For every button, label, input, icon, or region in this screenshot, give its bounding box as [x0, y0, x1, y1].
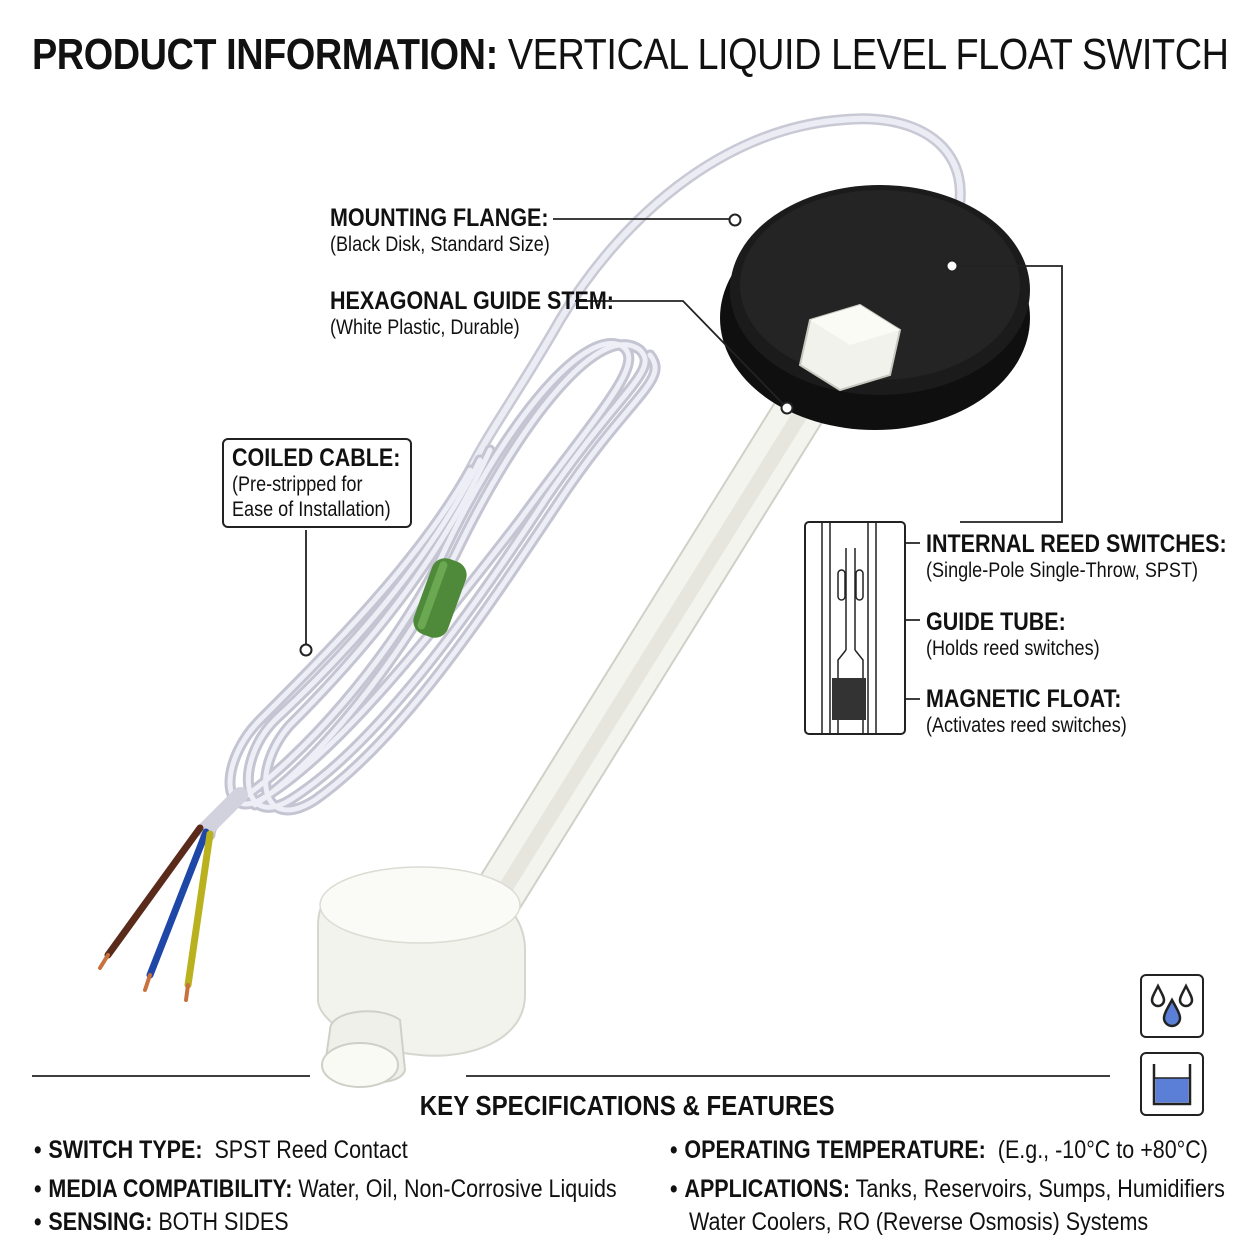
spec-value: Water, Oil, Non-Corrosive Liquids [298, 1175, 617, 1203]
cable-sheath [197, 787, 248, 838]
cable-tie-band [413, 558, 467, 638]
cable-heading: COILED CABLE: [232, 444, 401, 472]
spec-value: BOTH SIDES [158, 1208, 289, 1236]
stem-heading: HEXAGONAL GUIDE STEM: [330, 287, 614, 315]
tank-level-icon [1140, 1052, 1204, 1116]
tube-sub: (Holds reed switches) [926, 637, 1100, 660]
spec-key: SWITCH TYPE: [48, 1136, 203, 1164]
spec-applications: •APPLICATIONS: Tanks, Reservoirs, Sumps,… [670, 1175, 1225, 1203]
stem-sub: (White Plastic, Durable) [330, 316, 520, 339]
mounting-flange [720, 185, 1030, 430]
page-title: PRODUCT INFORMATION: VERTICAL LIQUID LEV… [32, 30, 1254, 80]
specs-title: KEY SPECIFICATIONS & FEATURES [419, 1090, 835, 1121]
internal-diagram [804, 521, 906, 735]
spec-value: (E.g., -10°C to +80°C) [997, 1136, 1208, 1164]
spec-switch-type: •SWITCH TYPE: SPST Reed Contact [34, 1136, 408, 1164]
callout-coiled-cable: COILED CABLE: (Pre-stripped for Ease of … [222, 438, 412, 528]
spec-media: •MEDIA COMPATIBILITY: Water, Oil, Non-Co… [34, 1175, 617, 1203]
water-drops-icon [1140, 974, 1204, 1038]
title-rest: VERTICAL LIQUID LEVEL FLOAT SWITCH [507, 30, 1229, 79]
spec-value: Water Coolers, RO (Reverse Osmosis) Syst… [689, 1208, 1149, 1236]
reed-sub: (Single-Pole Single-Throw, SPST) [926, 559, 1199, 582]
spec-key: OPERATING TEMPERATURE: [684, 1136, 986, 1164]
callout-guide-stem: HEXAGONAL GUIDE STEM: (White Plastic, Du… [330, 287, 660, 340]
cable-sub2: Ease of Installation) [232, 498, 391, 521]
flange-sub: (Black Disk, Standard Size) [330, 233, 550, 256]
title-bold: PRODUCT INFORMATION: [32, 30, 498, 79]
spec-temperature: •OPERATING TEMPERATURE: (E.g., -10°C to … [670, 1136, 1208, 1164]
magnetic-float-body [317, 866, 526, 1088]
reed-heading: INTERNAL REED SWITCHES: [926, 530, 1227, 558]
cable-sub1: (Pre-stripped for [232, 473, 363, 496]
spec-key: APPLICATIONS: [684, 1175, 851, 1203]
spec-value: SPST Reed Contact [214, 1136, 408, 1164]
callout-guide-tube: GUIDE TUBE: (Holds reed switches) [926, 608, 1128, 661]
spec-applications-cont: Water Coolers, RO (Reverse Osmosis) Syst… [689, 1208, 1223, 1237]
wires [98, 824, 214, 1002]
hex-nut [798, 303, 902, 392]
float-heading: MAGNETIC FLOAT: [926, 685, 1122, 713]
flange-heading: MOUNTING FLANGE: [330, 204, 549, 232]
callout-magnetic-float: MAGNETIC FLOAT: (Activates reed switches… [926, 685, 1159, 738]
callout-mounting-flange: MOUNTING FLANGE: (Black Disk, Standard S… [330, 204, 586, 257]
spec-sensing: •SENSING: BOTH SIDES [34, 1208, 289, 1236]
spec-key: MEDIA COMPATIBILITY: [48, 1175, 293, 1203]
spec-value: Tanks, Reservoirs, Sumps, Humidifiers [855, 1175, 1225, 1203]
callout-reed-switches: INTERNAL REED SWITCHES: (Single-Pole Sin… [926, 530, 1254, 583]
spec-key: SENSING: [48, 1208, 153, 1236]
tube-heading: GUIDE TUBE: [926, 608, 1066, 636]
float-sub: (Activates reed switches) [926, 714, 1127, 737]
float-block [832, 678, 866, 720]
